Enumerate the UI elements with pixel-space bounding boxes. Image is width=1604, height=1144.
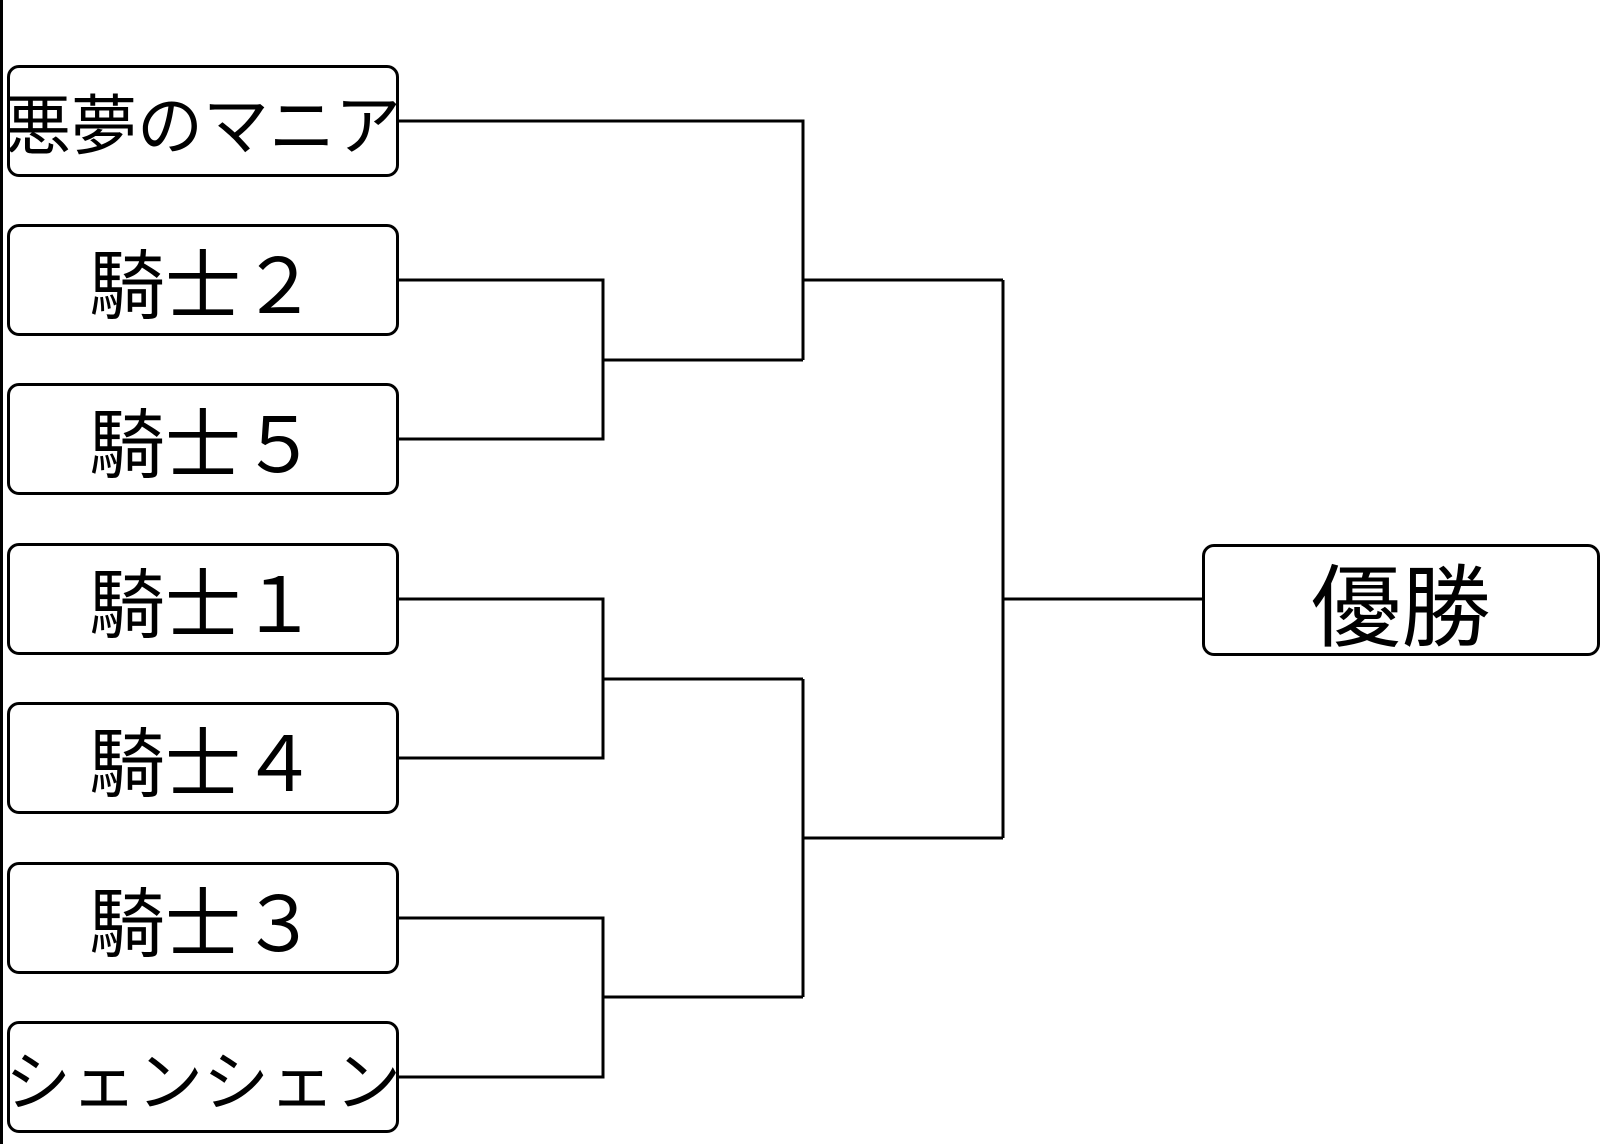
entrant-box-1: 悪夢のマニア — [7, 65, 399, 177]
entrant-box-7: シェンシェン — [7, 1021, 399, 1133]
entrant-name: シェンシェン — [7, 1044, 399, 1121]
entrant-name: 騎士３ — [89, 880, 317, 969]
bracket-line-qf-top — [399, 119, 805, 360]
entrant-name: 悪夢のマニア — [7, 88, 399, 165]
entrant-box-6: 騎士３ — [7, 862, 399, 974]
entrant-box-2: 騎士２ — [7, 224, 399, 336]
bracket-line-r1-a — [399, 278, 605, 441]
champion-label: 優勝 — [1311, 556, 1491, 656]
entrant-name: 騎士５ — [89, 401, 317, 490]
champion-box: 優勝 — [1202, 544, 1600, 656]
bracket-line-r1-c — [399, 916, 605, 1079]
entrant-name: 騎士４ — [89, 720, 317, 809]
left-edge-line — [0, 0, 3, 1144]
entrant-box-4: 騎士１ — [7, 543, 399, 655]
entrant-name: 騎士２ — [89, 242, 317, 331]
entrant-box-5: 騎士４ — [7, 702, 399, 814]
entrant-box-3: 騎士５ — [7, 383, 399, 495]
bracket-line-r1-b — [399, 597, 605, 760]
entrant-name: 騎士１ — [89, 561, 317, 650]
